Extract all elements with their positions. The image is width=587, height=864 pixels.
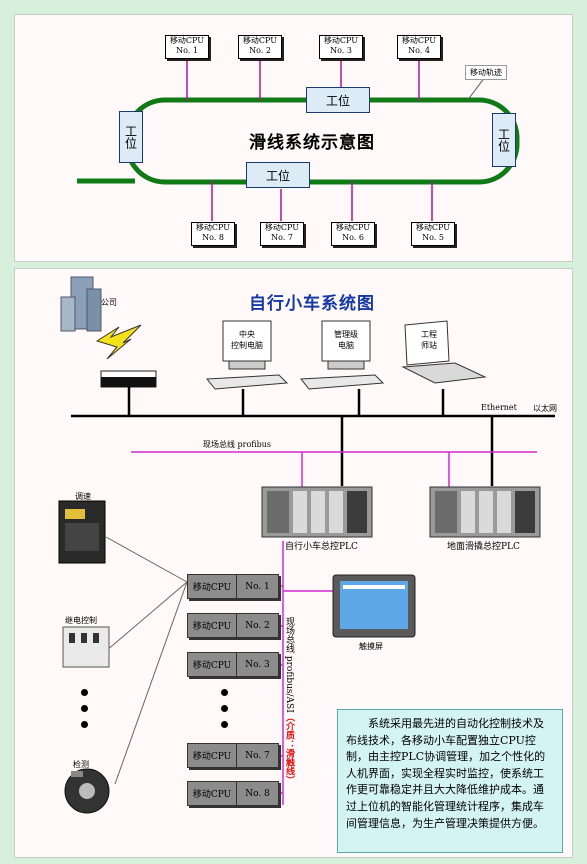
touch-screen-icon bbox=[332, 574, 416, 638]
central-pc-label: 中央 控制电脑 bbox=[231, 330, 263, 350]
station-top: 工位 bbox=[306, 87, 370, 113]
touch-label: 触摸屏 bbox=[359, 642, 383, 651]
plc-right-icon bbox=[429, 486, 541, 538]
rail-label: 移动轨迹 bbox=[465, 65, 507, 80]
fieldbus-label: 现场总线 profibus bbox=[203, 440, 272, 449]
vehicle-system-title: 自行小车系统图 bbox=[249, 294, 375, 314]
ethernet-label: Ethernet bbox=[481, 403, 517, 412]
relay-label: 继电控制 bbox=[65, 616, 97, 625]
manage-pc-icon bbox=[300, 320, 385, 390]
station-left: 工位 bbox=[119, 111, 143, 163]
bus-vertical-text: 现场总线 profibus/ASI bbox=[284, 617, 294, 713]
ellipsis-dot bbox=[221, 705, 228, 712]
slide-line-title: 滑线系统示意图 bbox=[249, 133, 375, 153]
engineer-laptop-icon bbox=[401, 320, 487, 384]
plc-left-icon bbox=[261, 486, 373, 538]
station-right: 工位 bbox=[492, 113, 516, 167]
bus-vertical-red-text: （介质：滑触线） bbox=[284, 712, 294, 785]
plc-left-label: 自行小车总控PLC bbox=[285, 542, 358, 552]
ellipsis-dot bbox=[81, 705, 88, 712]
ellipsis-dot bbox=[81, 689, 88, 696]
company-label: 公司 bbox=[101, 298, 117, 307]
lightning-icon bbox=[95, 324, 142, 360]
relay-icon bbox=[62, 626, 110, 668]
ellipsis-dot bbox=[221, 721, 228, 728]
building-icon bbox=[60, 276, 102, 332]
vehicle-system-drawing bbox=[58, 276, 555, 814]
detect-label: 检测 bbox=[73, 760, 89, 769]
bus-vertical-label: 现场总线 profibus/ASI（介质：滑触线） bbox=[283, 617, 296, 785]
manage-pc-label: 管理级 电脑 bbox=[334, 330, 358, 350]
ellipsis-dot bbox=[81, 721, 88, 728]
ethernet-cn-label: 以太网 bbox=[533, 404, 557, 413]
encoder-icon bbox=[64, 768, 110, 814]
description-box: 系统采用最先进的自动化控制技术及布线技术，各移动小车配置独立CPU控制，由主控P… bbox=[337, 709, 563, 853]
station-bottom: 工位 bbox=[246, 162, 310, 188]
ellipsis-dot bbox=[221, 689, 228, 696]
plc-right-label: 地面滑撬总控PLC bbox=[447, 542, 520, 552]
vehicle-system-panel: 自行小车系统图 公司 中央 控制电脑 管理级 电脑 工程 师站 Ethernet… bbox=[14, 268, 573, 858]
speed-label: 调速 bbox=[75, 492, 91, 501]
central-pc-icon bbox=[206, 320, 289, 390]
inverter-icon bbox=[58, 500, 106, 564]
engineer-label: 工程 师站 bbox=[421, 330, 437, 350]
modem-icon bbox=[100, 370, 157, 388]
